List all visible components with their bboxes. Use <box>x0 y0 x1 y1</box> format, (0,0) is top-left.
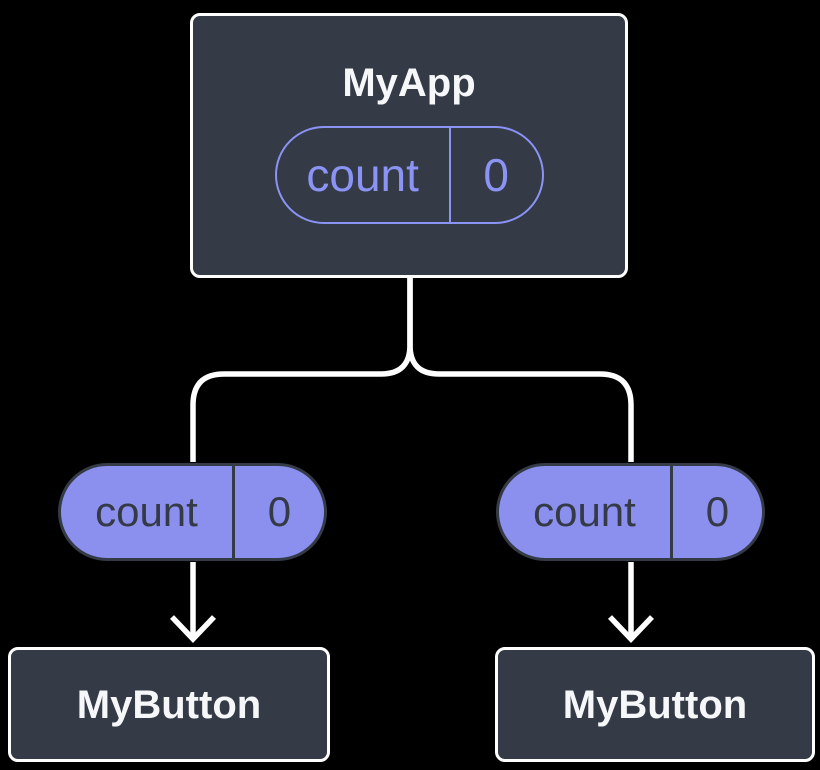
mybutton-node-left: MyButton <box>8 647 330 762</box>
state-value-label: 0 <box>267 488 292 535</box>
mybutton-title: MyButton <box>562 682 748 727</box>
myapp-node: MyApp count 0 <box>190 13 628 278</box>
mybutton-node-right: MyButton <box>495 647 815 762</box>
state-value-label: 0 <box>705 488 730 535</box>
state-name-label: count <box>533 488 636 535</box>
pill-divider <box>231 466 235 558</box>
child-state-pill-right: count 0 <box>496 463 765 561</box>
arrow-down-icon <box>170 615 216 643</box>
state-value-label: 0 <box>483 149 509 201</box>
state-name-label: count <box>306 149 419 201</box>
pill-divider <box>448 128 451 222</box>
branch-line-left <box>190 277 413 462</box>
pill-divider <box>669 466 673 558</box>
arrow-down-icon <box>608 615 654 643</box>
state-name-label: count <box>95 488 198 535</box>
myapp-state-pill: count 0 <box>274 126 544 224</box>
myapp-title: MyApp <box>342 61 476 105</box>
branch-line-right <box>407 277 634 462</box>
mybutton-title: MyButton <box>76 682 262 727</box>
child-state-pill-left: count 0 <box>58 463 327 561</box>
